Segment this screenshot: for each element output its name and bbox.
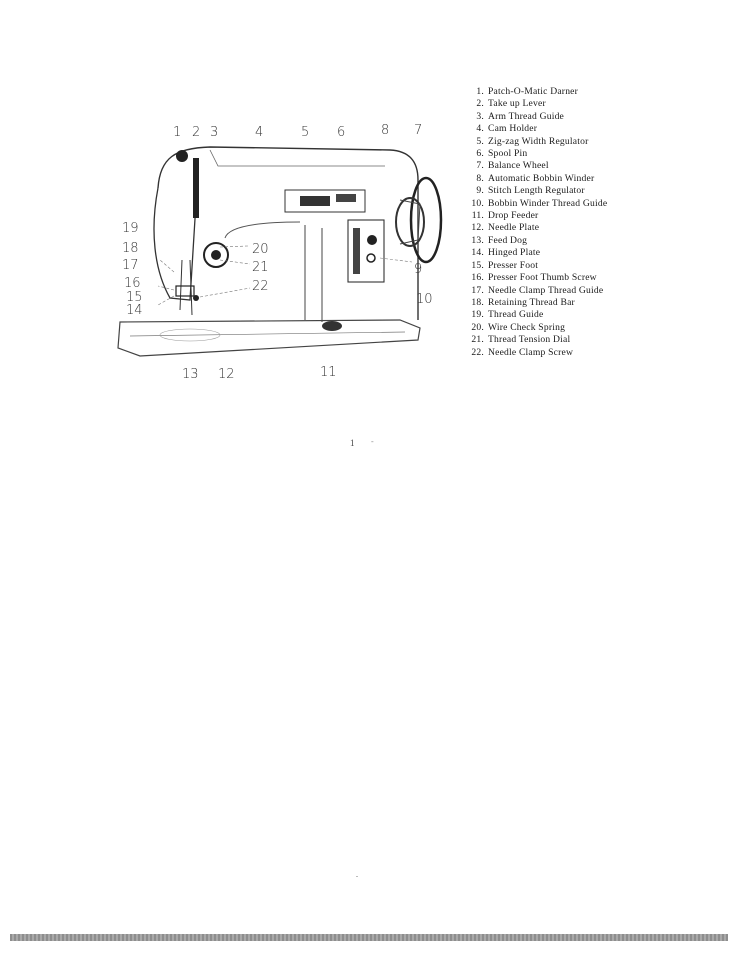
scan-edge-bar: [10, 934, 728, 941]
legend-item: 8.Automatic Bobbin Winder: [476, 172, 595, 184]
page-number-dash: -: [371, 437, 374, 446]
callout-21: 21: [252, 260, 269, 275]
legend-item: 18.Retaining Thread Bar: [471, 296, 575, 308]
callout-4: 4: [255, 125, 263, 140]
legend-item: 5.Zig-zag Width Regulator: [476, 135, 589, 147]
parts-legend: 1.Patch-O-Matic Darner 2.Take up Lever 3…: [464, 86, 644, 359]
legend-item: 10.Bobbin Winder Thread Guide: [471, 197, 608, 209]
legend-item: 12.Needle Plate: [471, 222, 540, 234]
callout-19: 19: [122, 221, 139, 236]
legend-item: 7.Balance Wheel: [476, 160, 549, 172]
legend-item: 22.Needle Clamp Screw: [471, 346, 574, 358]
legend-item: 14.Hinged Plate: [471, 247, 541, 259]
legend-item: 1.Patch-O-Matic Darner: [476, 86, 579, 97]
legend-item: 11.Drop Feeder: [471, 210, 539, 222]
legend-item: 15.Presser Foot: [471, 259, 539, 271]
callout-14: 14: [126, 303, 143, 318]
legend-item: 19.Thread Guide: [471, 309, 544, 321]
callout-3: 3: [210, 125, 218, 140]
callout-16: 16: [124, 276, 141, 291]
callout-20: 20: [252, 242, 269, 257]
legend-item: 20.Wire Check Spring: [471, 321, 566, 333]
scan-speck: [356, 876, 358, 877]
callout-17: 17: [122, 258, 139, 273]
callout-5: 5: [301, 125, 309, 140]
legend-item: 6.Spool Pin: [476, 148, 528, 160]
callout-7: 7: [414, 123, 422, 138]
legend-item: 13.Feed Dog: [471, 234, 528, 246]
callout-9: 9: [414, 262, 422, 277]
legend-item: 3.Arm Thread Guide: [476, 110, 565, 122]
legend-item: 4.Cam Holder: [476, 123, 538, 135]
legend-item: 2.Take up Lever: [476, 98, 546, 110]
legend-item: 17.Needle Clamp Thread Guide: [471, 284, 604, 296]
callout-18: 18: [122, 241, 139, 256]
legend-item: 16.Presser Foot Thumb Screw: [471, 272, 597, 284]
callout-6: 6: [337, 125, 345, 140]
callout-8: 8: [381, 123, 389, 138]
sewing-machine-illustration: 1 2 3 4 5 6 8 7 19 18 17 16 15 14 20 21 …: [117, 123, 443, 382]
callout-2: 2: [192, 125, 200, 140]
callout-11: 11: [320, 365, 337, 380]
callout-1: 1: [173, 125, 181, 140]
callout-22: 22: [252, 279, 269, 294]
legend-item: 21.Thread Tension Dial: [471, 334, 571, 346]
callout-12: 12: [218, 367, 235, 382]
callout-10: 10: [416, 292, 433, 307]
callout-15: 15: [126, 290, 143, 305]
callout-13: 13: [182, 367, 199, 382]
legend-item: 9.Stitch Length Regulator: [476, 185, 585, 197]
page-number: 1: [350, 438, 355, 448]
sewing-machine-figure: 1 2 3 4 5 6 8 7 19 18 17 16 15 14 20 21 …: [100, 110, 450, 390]
